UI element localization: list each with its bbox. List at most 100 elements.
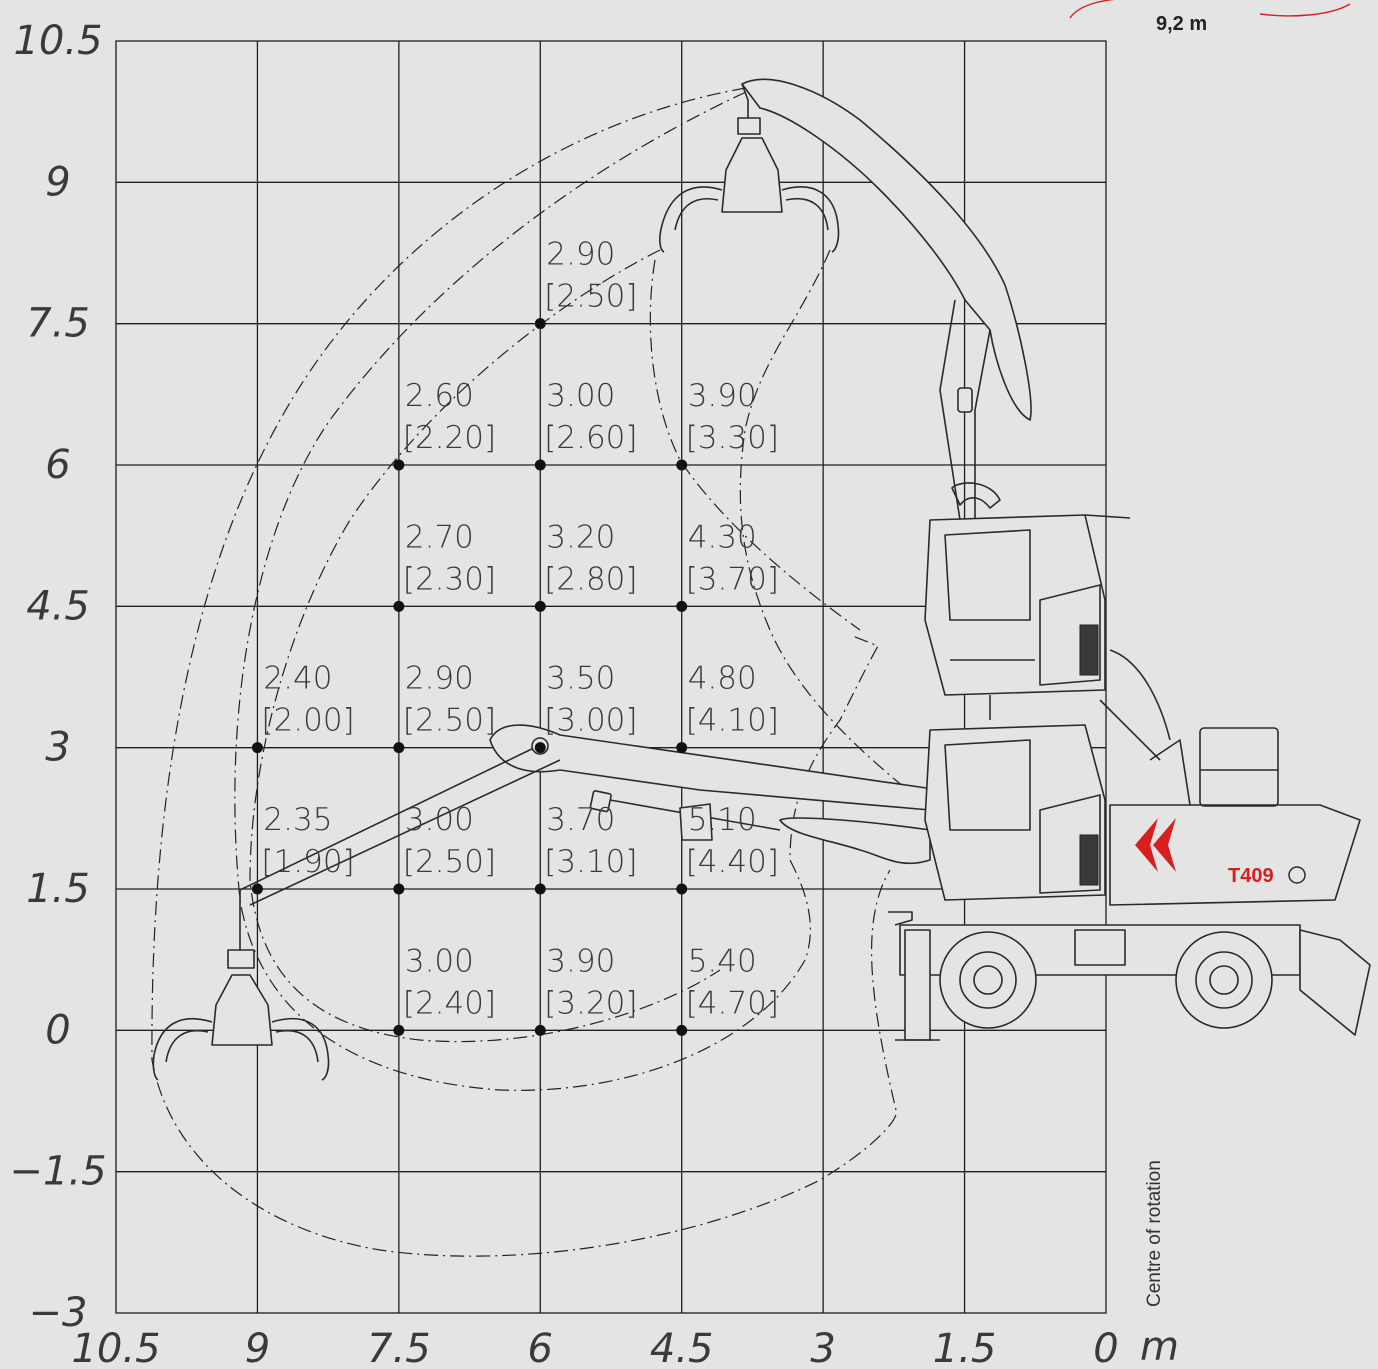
capacity-point (534, 1024, 546, 1036)
capacity-bracket-value: [3.10] (544, 844, 637, 880)
y-tick-label: 10.5 (13, 18, 102, 64)
upper-grapple (659, 83, 840, 253)
capacity-value: 2.40 (263, 661, 332, 697)
capacity-bracket-value: [3.00] (544, 703, 637, 739)
centre-of-rotation-label: Centre of rotation (1144, 1160, 1165, 1307)
elevated-cab (924, 514, 1131, 720)
y-tick-label: −1.5 (9, 1149, 106, 1195)
capacity-value: 2.90 (546, 237, 615, 273)
capacity-bracket-value: [2.60] (544, 420, 637, 456)
capacity-bracket-value: [2.00] (261, 703, 354, 739)
capacity-value: 5.40 (688, 943, 757, 979)
inner-reach-envelope-3 (649, 259, 861, 631)
y-tick-label: 9 (45, 159, 70, 205)
capacity-bracket-value: [3.20] (544, 985, 637, 1021)
capacity-bracket-value: [2.30] (403, 561, 496, 597)
reach-envelopes (151, 87, 921, 1257)
y-tick-label: −3 (29, 1290, 88, 1336)
axis-labels: 10.5 9 7.5 6 4.5 3 1.5 0 10.5 9 7.5 6 4.5 3 1.5 0 −1.5 −3 (9, 18, 1118, 1369)
x-axis-unit: m (1140, 1324, 1179, 1369)
capacity-point (393, 883, 405, 895)
x-tick-label: 0 (1093, 1326, 1118, 1369)
y-tick-label: 7.5 (26, 301, 90, 347)
capacity-bracket-value: [3.30] (686, 420, 779, 456)
capacity-bracket-value: [1.90] (261, 844, 354, 880)
reach-annotation: 9,2 m (1069, 0, 1351, 35)
capacity-value: 4.80 (688, 661, 757, 697)
capacity-value: 2.70 (405, 519, 474, 555)
capacity-bracket-value: [2.50] (403, 844, 496, 880)
y-tick-label: 3 (45, 725, 70, 771)
outrigger (904, 929, 931, 1041)
capacity-value: 2.90 (405, 661, 474, 697)
capacity-value: 2.60 (405, 378, 474, 414)
grid-frame (115, 40, 1107, 1314)
capacity-layer: 2.90 [2.50] 2.60 [2.20] 3.00 [2.60] 3.90 [3.30]… (251, 237, 779, 1036)
x-tick-label: 9 (245, 1326, 270, 1369)
capacity-value: 3.00 (546, 378, 615, 414)
x-tick-label: 3 (810, 1326, 835, 1369)
y-tick-label: 6 (45, 442, 70, 488)
capacity-point (393, 742, 405, 754)
capacity-point (393, 600, 405, 612)
capacity-bracket-value: [4.10] (686, 703, 779, 739)
capacity-bracket-value: [2.50] (403, 703, 496, 739)
capacity-point (676, 883, 688, 895)
capacity-point (393, 1024, 405, 1036)
capacity-bracket-value: [2.20] (403, 420, 496, 456)
capacity-point (534, 883, 546, 895)
capacity-value: 3.90 (688, 378, 757, 414)
capacity-point (251, 883, 263, 895)
superstructure: T409 (1109, 727, 1361, 906)
capacity-point (534, 318, 546, 330)
capacity-bracket-value: [4.40] (686, 844, 779, 880)
capacity-point (251, 742, 263, 754)
capacity-point (676, 459, 688, 471)
y-tick-label: 0 (45, 1007, 70, 1053)
brand-chevron-1 (1135, 818, 1158, 872)
brand-chevron-2 (1153, 818, 1176, 872)
capacity-value: 3.90 (546, 943, 615, 979)
x-tick-label: 7.5 (367, 1326, 431, 1369)
x-tick-label: 10.5 (71, 1326, 160, 1369)
inner-reach-envelope (249, 249, 721, 1043)
outer-reach-envelope (151, 87, 897, 1257)
capacity-point (534, 459, 546, 471)
capacity-value: 3.00 (405, 943, 474, 979)
undercarriage (888, 911, 1371, 1041)
capacity-value: 4.30 (688, 519, 757, 555)
capacity-bracket-value: [3.70] (686, 561, 779, 597)
capacity-value: 2.35 (263, 802, 332, 838)
capacity-value: 5.10 (688, 802, 757, 838)
capacity-value: 3.00 (405, 802, 474, 838)
capacity-point (676, 600, 688, 612)
y-tick-label: 4.5 (26, 583, 90, 629)
lower-boom (239, 724, 941, 906)
lower-cab (924, 649, 1171, 901)
capacity-bracket-value: [2.50] (544, 279, 637, 315)
x-tick-label: 1.5 (933, 1326, 997, 1369)
capacity-point (534, 742, 546, 754)
front-wheel (939, 931, 1037, 1029)
x-tick-label: 4.5 (650, 1326, 714, 1369)
capacity-point (534, 600, 546, 612)
dozer-blade (1299, 929, 1371, 1036)
middle-reach-envelope (234, 91, 879, 1091)
capacity-value: 3.50 (546, 661, 615, 697)
reach-value: 9,2 m (1156, 13, 1207, 35)
lower-grapple (152, 890, 330, 1081)
capacity-value: 3.20 (546, 519, 615, 555)
upper-boom (741, 78, 1032, 521)
rear-wheel (1175, 931, 1273, 1029)
capacity-bracket-value: [2.40] (403, 985, 496, 1021)
inner-reach-envelope-2 (739, 249, 921, 801)
capacity-value: 3.70 (546, 802, 615, 838)
x-tick-label: 6 (528, 1326, 553, 1369)
y-tick-label: 1.5 (26, 866, 90, 912)
model-badge: T409 (1228, 865, 1274, 887)
capacity-point (393, 459, 405, 471)
capacity-bracket-value: [2.80] (544, 561, 637, 597)
capacity-point (676, 742, 688, 754)
capacity-bracket-value: [4.70] (686, 985, 779, 1021)
